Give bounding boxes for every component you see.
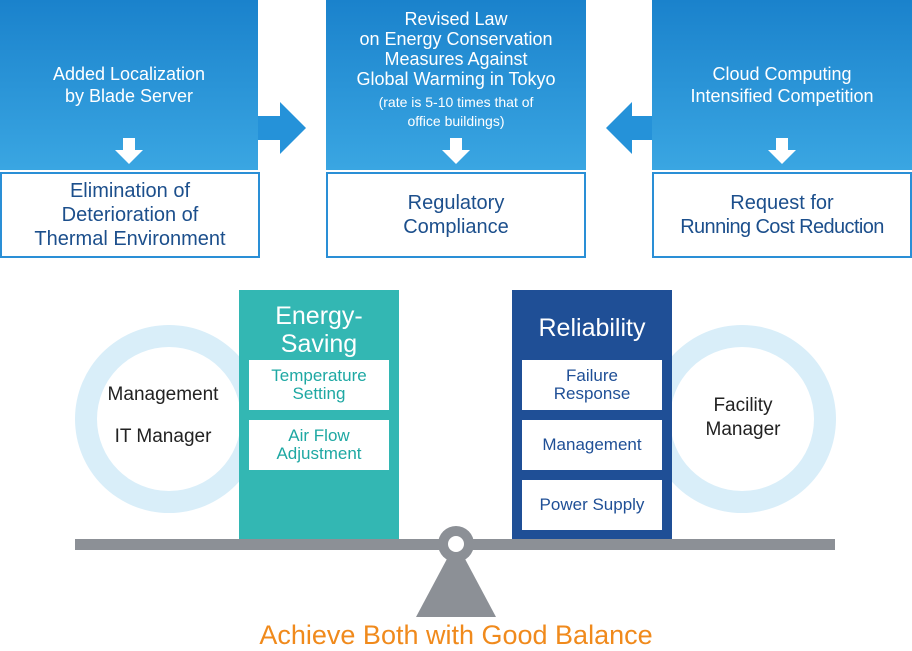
left-arrow-icon [606, 102, 652, 154]
reliability-pillar: Reliability Failure Response Management … [512, 290, 672, 542]
source-title-line: Global Warming in Tokyo [356, 69, 556, 89]
right-circle-line: Manager [705, 419, 781, 440]
result-line: Running Cost Reduction [680, 216, 884, 238]
result-line: Elimination of [69, 180, 191, 202]
source-title-line: Cloud Computing [712, 64, 852, 84]
result-line: Thermal Environment [34, 228, 226, 250]
item-line: Air Flow [288, 426, 350, 445]
item-line: Setting [292, 384, 346, 403]
result-line: Regulatory [407, 192, 505, 214]
pillar-title-line: Energy- [275, 302, 363, 330]
right-circle-inner [670, 347, 814, 491]
item-line: Power Supply [539, 495, 645, 514]
source-title-line: Added Localization [52, 64, 206, 84]
source-note-line: office buildings) [407, 113, 505, 129]
right-circle-line: Facility [713, 395, 773, 416]
source-note-line: (rate is 5-10 times that of [378, 94, 534, 110]
left-circle-label-2: IT Manager [114, 426, 212, 447]
reliability-item-management: Management [522, 420, 662, 470]
source-title-line: Intensified Competition [690, 86, 874, 106]
energy-item-airflow: Air Flow Adjustment [249, 420, 389, 470]
fulcrum-icon [416, 526, 496, 617]
down-arrow-icon [768, 138, 796, 164]
down-arrow-icon [442, 138, 470, 164]
source-title-line: on Energy Conservation [359, 29, 553, 49]
source-title-line: by Blade Server [64, 86, 194, 106]
pillar-title: Reliability [538, 314, 646, 342]
right-arrow-icon [258, 102, 306, 154]
right-circle-label: Facility Manager [668, 394, 818, 442]
result-line: Compliance [403, 216, 509, 238]
reliability-item-failure: Failure Response [522, 360, 662, 410]
result-box-thermal: Elimination of Deterioration of Thermal … [0, 172, 260, 258]
result-box-cost: Request for Running Cost Reduction [652, 172, 912, 258]
left-circle-label-1: Management [107, 384, 219, 405]
item-line: Response [553, 384, 631, 403]
source-title-line: Revised Law [404, 9, 508, 29]
source-title-line: Measures Against [384, 49, 528, 69]
footer-caption: Achieve Both with Good Balance [259, 620, 653, 650]
source-box-revised-law: Revised Law on Energy Conservation Measu… [326, 0, 586, 170]
reliability-item-power: Power Supply [522, 480, 662, 530]
energy-saving-pillar: Energy- Saving Temperature Setting Air F… [239, 290, 399, 542]
item-line: Failure [566, 366, 618, 385]
pillar-title-line: Saving [280, 330, 358, 358]
left-circle-inner [97, 347, 241, 491]
down-arrow-icon [115, 138, 143, 164]
item-line: Temperature [271, 366, 367, 385]
result-line: Deterioration of [61, 204, 199, 226]
result-line: Request for [730, 192, 834, 214]
result-box-compliance: Regulatory Compliance [326, 172, 586, 258]
item-line: Management [542, 435, 642, 454]
item-line: Adjustment [276, 444, 362, 463]
energy-item-temperature: Temperature Setting [249, 360, 389, 410]
